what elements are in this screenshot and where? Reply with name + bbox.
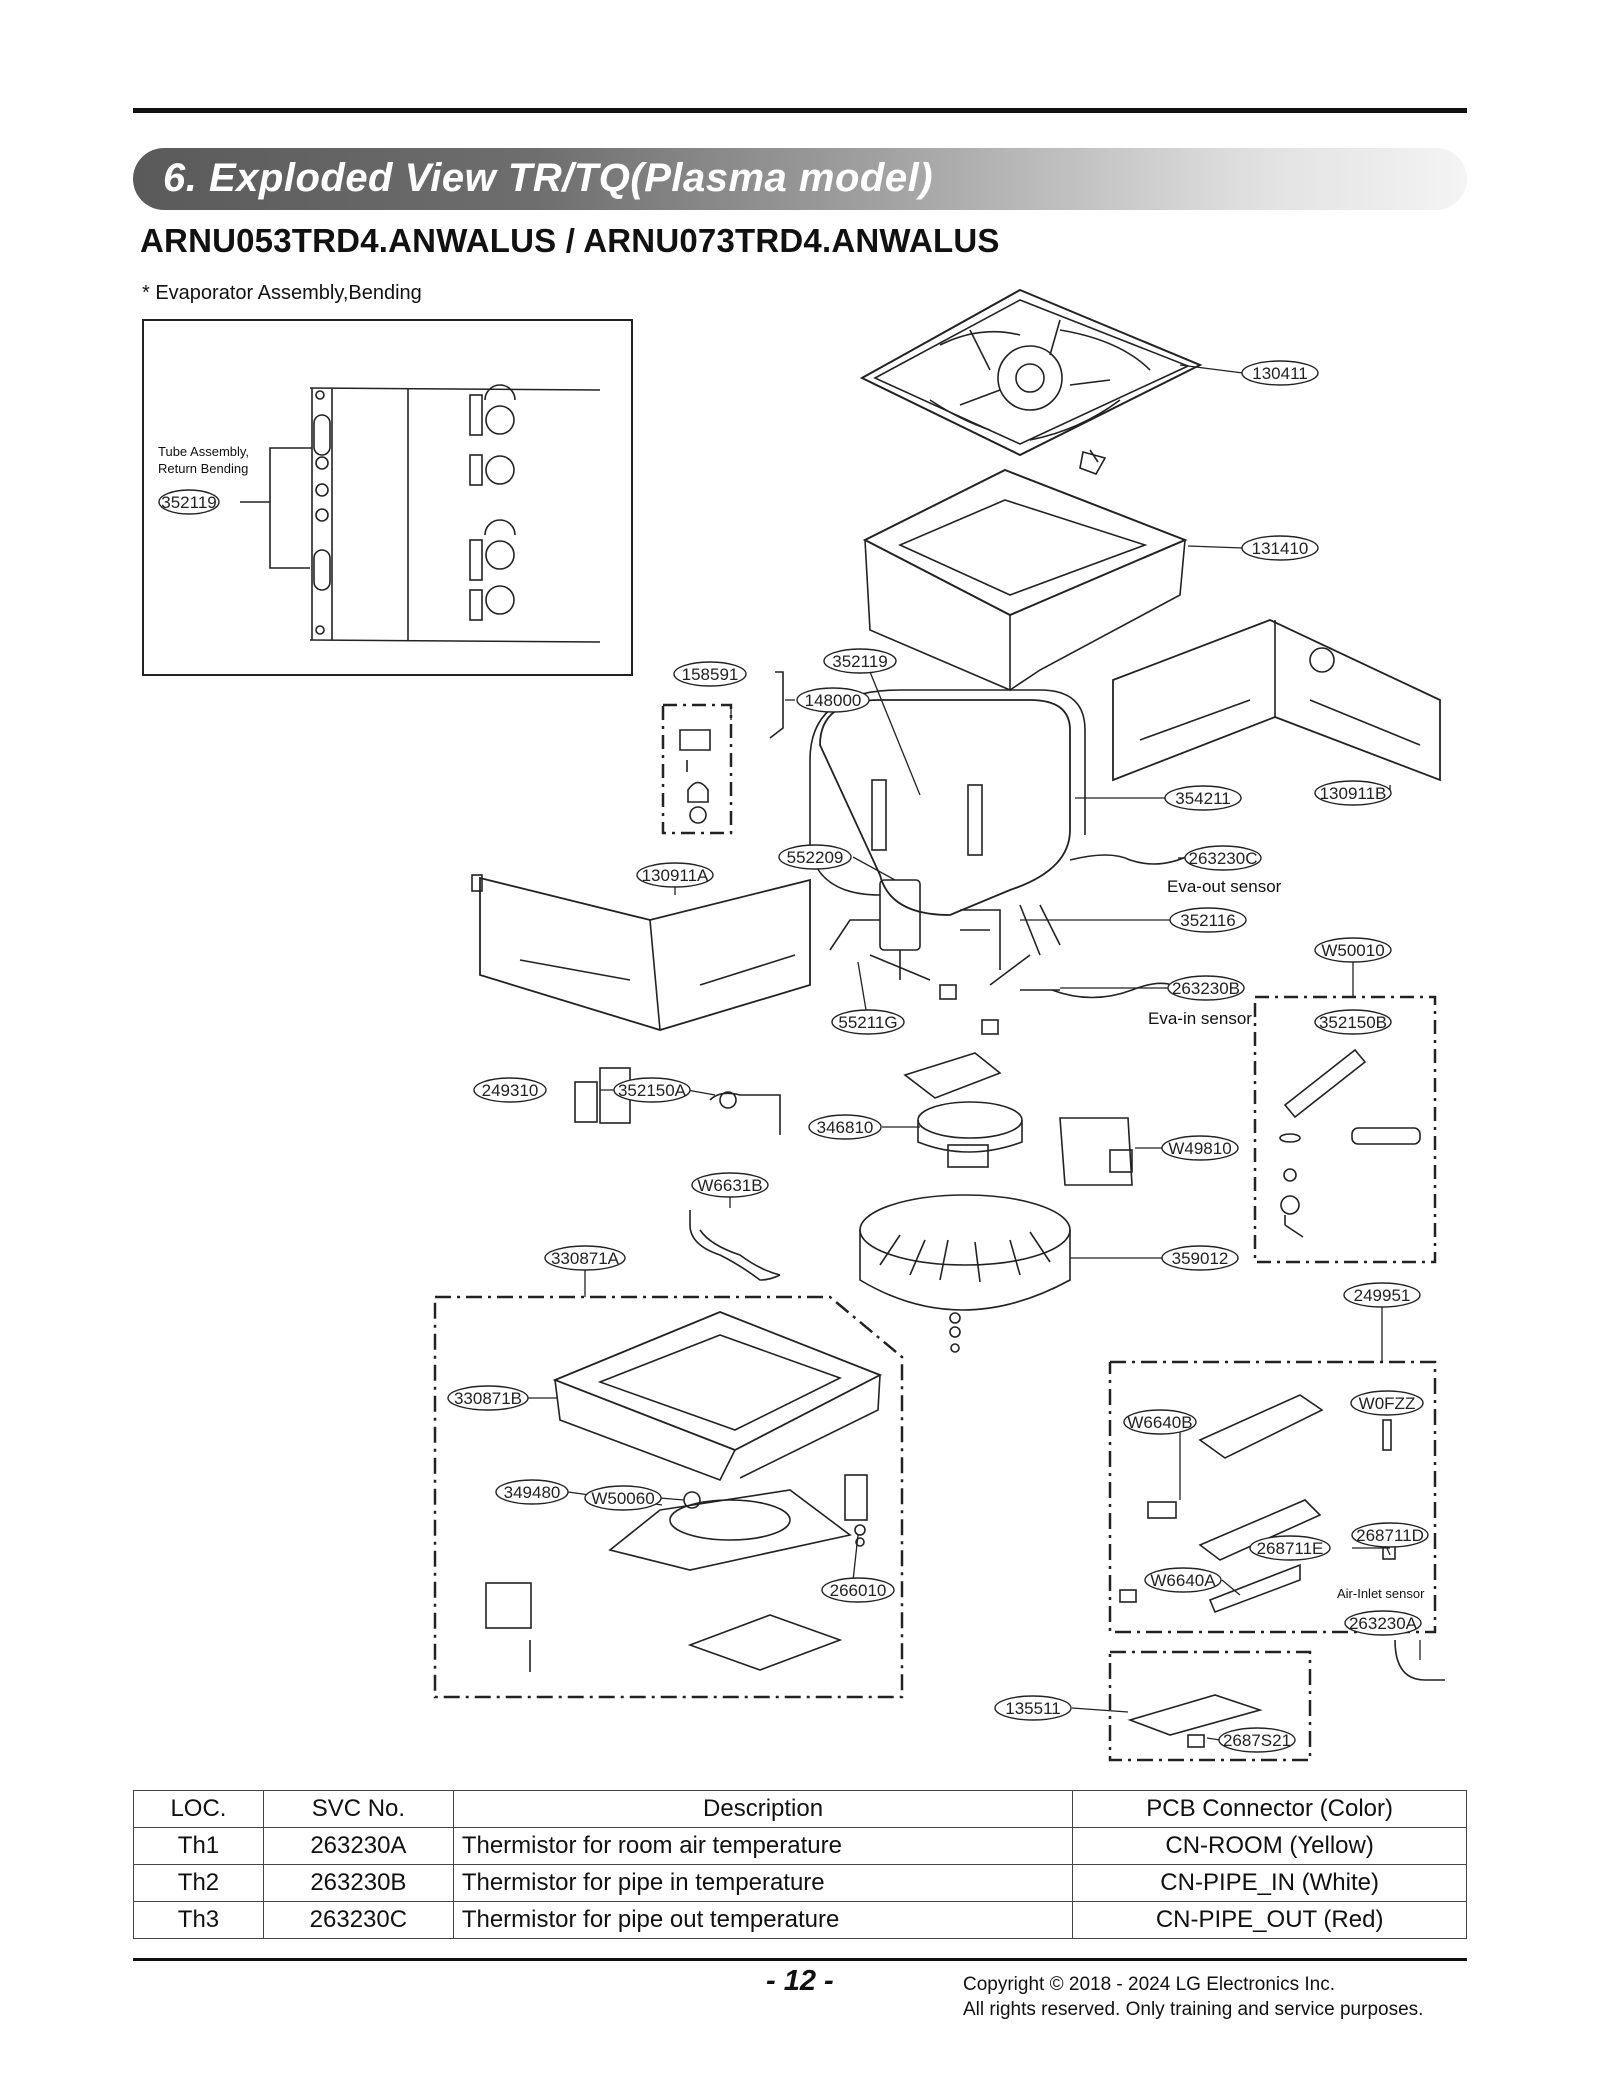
tag-349480: 349480 [504,1483,561,1502]
tag-552209: 552209 [787,848,844,867]
cell-svc-no: 263230B [262,1864,454,1902]
drawing-cabinet [862,449,1188,692]
tag-148000: 148000 [805,691,862,710]
cell-pcb-connector: CN-PIPE_OUT (Red) [1072,1901,1467,1939]
tag-130911B: 130911B [1320,784,1387,803]
drawing-evaporator [809,689,1086,916]
tag-131410: 131410 [1252,539,1309,558]
tag-330871B: 330871B [454,1389,522,1408]
tag-W50060: W50060 [591,1489,654,1508]
tag-158591: 158591 [682,665,739,684]
drawing-side-plate-a [471,874,811,1031]
col-header-pcb-connector: PCB Connector (Color) [1072,1790,1467,1828]
drawing-plasma-box [1108,1650,1312,1762]
table-row: Th3 263230C Thermistor for pipe out temp… [133,1901,1467,1939]
drawing-turbo-fan [859,1194,1071,1353]
inset-label-line1: Tube Assembly, [158,444,249,459]
cell-loc: Th1 [133,1827,264,1865]
col-header-loc: LOC. [133,1790,264,1828]
tag-330871A: 330871A [551,1249,620,1268]
drawing-switch-box [574,1067,781,1135]
thermistor-table: LOC. SVC No. Description PCB Connector (… [133,1790,1467,1939]
tag-W6640B: W6640B [1127,1413,1192,1432]
tag-263230B: 263230B [1172,979,1240,998]
drawing-pcb-box [1108,1360,1445,1681]
drawing-fan-motor [903,1052,1023,1168]
inset-part-tag: 352119 [161,493,216,512]
col-header-description: Description [452,1790,1074,1828]
cell-pcb-connector: CN-PIPE_IN (White) [1072,1864,1467,1902]
tag-354211: 354211 [1175,789,1230,808]
cell-loc: Th3 [133,1901,264,1939]
table-row: Th1 263230A Thermistor for room air temp… [133,1827,1467,1865]
tag-2687S21: 2687S21 [1223,1731,1291,1750]
col-header-svc-no: SVC No. [262,1790,454,1828]
tag-W6631B: W6631B [697,1176,762,1195]
tag-263230A: 263230A [1349,1614,1418,1633]
tag-352119: 352119 [832,652,887,671]
drawing-valve-assembly [829,879,1060,1035]
inset-label-line2: Return Bending [158,461,248,476]
bottom-rule [133,1958,1467,1961]
cell-svc-no: 263230A [262,1827,454,1865]
copyright: Copyright © 2018 - 2024 LG Electronics I… [963,1972,1423,2022]
tag-W50010: W50010 [1321,941,1384,960]
drawing-control-box [1059,1117,1133,1186]
drawing-side-plate-b [1112,619,1441,782]
tag-130911A: 130911A [642,866,709,885]
model-numbers: ARNU053TRD4.ANWALUS / ARNU073TRD4.ANWALU… [140,222,1000,259]
table-header-row: LOC. SVC No. Description PCB Connector (… [133,1790,1467,1828]
table-row: Th2 263230B Thermistor for pipe in tempe… [133,1864,1467,1902]
tag-268711D: 268711D [1356,1526,1424,1545]
page-number: - 12 - [766,1965,834,1997]
drawing-drain-float-box [661,703,733,835]
label-eva-in-sensor: Eva-in sensor [1148,1009,1252,1028]
tag-249951: 249951 [1354,1286,1411,1305]
label-air-inlet-sensor: Air-Inlet sensor [1337,1586,1425,1601]
cell-pcb-connector: CN-ROOM (Yellow) [1072,1827,1467,1865]
drawing-front-panel-box [433,1295,904,1699]
cell-description: Thermistor for pipe out temperature [452,1901,1074,1939]
copyright-line1: Copyright © 2018 - 2024 LG Electronics I… [963,1974,1336,1995]
tag-130411: 130411 [1252,364,1307,383]
leader-lines [525,364,1421,1741]
tag-266010: 266010 [830,1581,887,1600]
tag-263230C: 263230C [1188,849,1257,868]
top-rule [133,108,1467,113]
tag-135511: 135511 [1005,1699,1060,1718]
tag-352150B: 352150B [1319,1013,1387,1032]
exploded-view-diagram: Tube Assembly, Return Bending 352119 130… [142,288,1445,1762]
drawing-top-grille [859,288,1203,457]
cell-loc: Th2 [133,1864,264,1902]
drawing-drain-hose-box [1253,995,1437,1264]
section-banner: 6. Exploded View TR/TQ(Plasma model) [133,148,1467,210]
cell-description: Thermistor for pipe in temperature [452,1864,1074,1902]
drawing-bracket-148000 [769,671,784,739]
tag-268711E: 268711E [1257,1539,1324,1558]
tag-55211G: 55211G [838,1013,897,1032]
tag-359012: 359012 [1172,1249,1229,1268]
cell-svc-no: 263230C [262,1901,454,1939]
tag-352150A: 352150A [618,1081,687,1100]
part-tags [158,360,1429,1753]
cell-description: Thermistor for room air temperature [452,1827,1074,1865]
label-eva-out-sensor: Eva-out sensor [1167,877,1282,896]
tag-W49810: W49810 [1168,1139,1231,1158]
tag-346810: 346810 [817,1118,874,1137]
tag-249310: 249310 [482,1081,539,1100]
inset-note: * Evaporator Assembly,Bending [142,282,422,304]
inset-evaporator-detail [142,319,633,676]
tag-W6640A: W6640A [1150,1571,1216,1590]
section-title: 6. Exploded View TR/TQ(Plasma model) [163,156,934,200]
copyright-line2: All rights reserved. Only training and s… [963,1999,1424,2020]
tag-352116: 352116 [1180,911,1235,930]
tag-W0FZZ: W0FZZ [1359,1394,1416,1413]
